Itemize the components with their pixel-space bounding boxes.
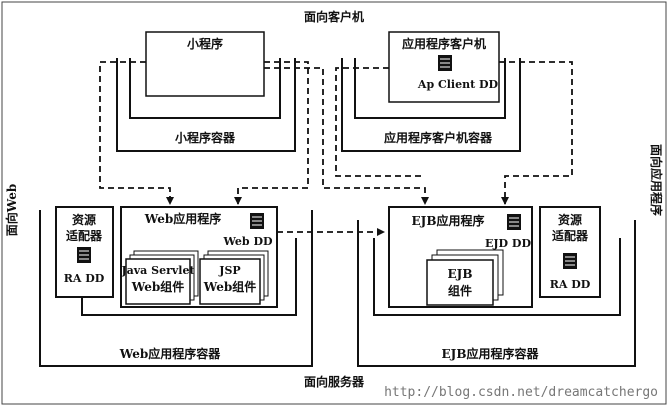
client-region-label: 面向客户机 xyxy=(304,9,364,24)
server-region-label: 面向服务器 xyxy=(304,374,365,389)
ejb-container-label: EJB应用程序容器 xyxy=(442,346,540,361)
ejb-ra-title-2: 适配器 xyxy=(552,228,589,243)
app-client-container-inner xyxy=(354,58,506,119)
app-client-region-label: 面向应用程序 xyxy=(649,144,664,216)
web-ra-title-1: 资源 xyxy=(72,212,96,227)
web-app-title: Web应用程序 xyxy=(144,211,222,226)
ejb-resource-adapter-box xyxy=(539,206,601,298)
applet-title: 小程序 xyxy=(187,36,223,51)
ejb-component-label-1: EJB xyxy=(448,267,473,281)
connector-appclient-ejb xyxy=(499,61,573,205)
servlet-component-box xyxy=(125,258,191,305)
ejb-app-title: EJB应用程序 xyxy=(412,213,485,228)
applet-container-inner xyxy=(129,58,281,119)
app-client-title: 应用程序客户机 xyxy=(402,36,486,51)
app-client-container-outline xyxy=(341,58,521,152)
app-client-container-label: 应用程序客户机容器 xyxy=(384,130,493,145)
applet-box xyxy=(145,31,265,97)
connector-appclient-split xyxy=(335,67,422,177)
document-icon xyxy=(562,252,578,270)
ejb-dd: EJD DD xyxy=(485,237,531,250)
web-ra-title-2: 适配器 xyxy=(66,228,103,243)
ejb-container-outline xyxy=(357,220,636,367)
watermark: http://blog.csdn.net/dreamcatchergo xyxy=(384,385,658,400)
web-region-label: 面向Web xyxy=(4,184,19,237)
document-icon xyxy=(76,246,92,264)
applet-container-label: 小程序容器 xyxy=(175,130,236,145)
document-icon xyxy=(249,212,265,230)
ejb-container-inner xyxy=(373,238,621,316)
ejb-ra-title-1: 资源 xyxy=(558,212,582,227)
web-dd: Web DD xyxy=(222,235,273,248)
servlet-label-2: Web组件 xyxy=(131,279,185,294)
document-icon xyxy=(506,213,522,231)
ejb-component-box xyxy=(426,259,494,306)
web-ra-dd: RA DD xyxy=(64,272,105,285)
web-container-label: Web应用程序容器 xyxy=(119,346,222,361)
servlet-label-1: Java Servlet xyxy=(120,264,195,277)
connector-applet-web-left xyxy=(99,61,174,205)
jsp-label-2: Web组件 xyxy=(203,279,257,294)
document-icon xyxy=(437,54,453,72)
jsp-component-box xyxy=(199,258,261,305)
app-client-dd: Ap Client DD xyxy=(417,78,499,91)
connector-applet-web-right xyxy=(234,61,309,205)
ejb-ra-dd: RA DD xyxy=(550,278,591,291)
applet-container-outline xyxy=(116,58,296,152)
web-container-outline xyxy=(39,210,313,367)
jsp-label-1: JSP xyxy=(218,264,240,277)
ejb-component-label-2: 组件 xyxy=(448,283,472,298)
